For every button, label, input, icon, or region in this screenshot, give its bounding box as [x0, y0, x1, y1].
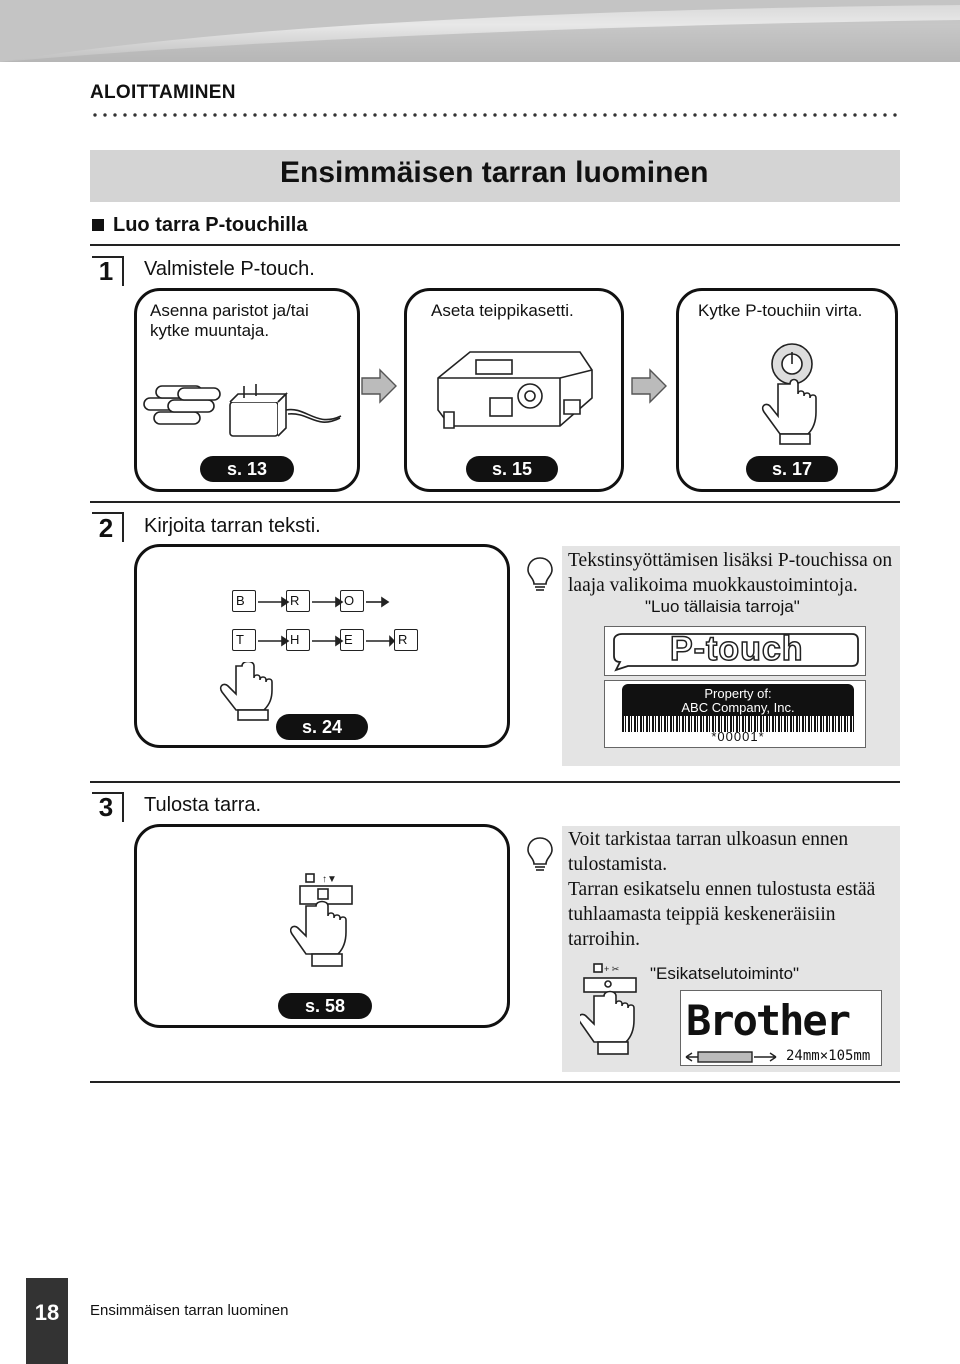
label-black-band [622, 684, 854, 716]
step-number: 2 [98, 513, 114, 543]
next-arrow-icon [631, 368, 667, 404]
step-number: 3 [98, 792, 114, 822]
step-number: 1 [98, 256, 114, 286]
label-text-ptouch: P-touch [669, 629, 804, 669]
divider-rule [90, 244, 900, 246]
step-text: Kirjoita tarran teksti. [144, 515, 321, 537]
page-title: Ensimmäisen tarran luominen [280, 156, 709, 189]
step-text: Valmistele P-touch. [144, 258, 315, 280]
step-text: Tulosta tarra. [144, 794, 262, 816]
square-bullet-icon [92, 219, 104, 231]
step-bracket [92, 256, 124, 286]
key-r[interactable]: R [394, 629, 418, 651]
lightbulb-icon [527, 837, 553, 871]
preview-key-hand-icon: + ✂ [580, 963, 637, 1055]
divider-rule [90, 1081, 900, 1083]
tip-caption: "Luo tällaisia tarroja" [645, 597, 800, 616]
key-b[interactable]: B [232, 590, 256, 612]
svg-text:+ ✂: + ✂ [604, 964, 620, 974]
tape-cassette-icon [437, 351, 593, 429]
preview-text: Brother [686, 996, 851, 1045]
power-button-icon [761, 343, 817, 445]
divider-rule [90, 501, 900, 503]
preview-screen [680, 990, 882, 1066]
preview-size: 24mm×105mm [786, 1048, 871, 1064]
label-property-line1: Property of: [704, 686, 772, 701]
next-arrow-icon [361, 368, 397, 404]
step-bracket [92, 792, 124, 822]
svg-text:↑▼: ↑▼ [322, 874, 337, 885]
key-sequence-arrows-icon [258, 596, 396, 647]
label-property-line2: ABC Company, Inc. [681, 700, 795, 715]
step1-box-text: Aseta teippikasetti. [431, 301, 574, 320]
page-number: 18 [26, 1278, 68, 1364]
title-band [90, 150, 900, 202]
print-key-hand-icon: ↑▼ [290, 873, 353, 967]
divider-rule [90, 781, 900, 783]
pointing-hand-icon [219, 662, 273, 721]
barcode-text: *00001* [711, 729, 765, 744]
page-ref-badge[interactable]: s. 15 [466, 456, 558, 482]
subtitle: Luo tarra P-touchilla [113, 214, 308, 236]
tip-text: Tekstinsyöttämisen lisäksi P-touchissa o… [568, 550, 893, 596]
key-t[interactable]: T [232, 629, 256, 651]
tip-text: Tarran esikatselu ennen tulostusta estää… [568, 879, 876, 950]
page-ref-badge[interactable]: s. 17 [746, 456, 838, 482]
tip-caption: "Esikatselutoiminto" [650, 964, 800, 983]
page-ref-badge[interactable]: s. 13 [200, 456, 294, 482]
length-bar-icon [685, 1051, 777, 1063]
page-ref-badge[interactable]: s. 58 [278, 993, 372, 1019]
tip-text: Voit tarkistaa tarran ulkoasun ennen tul… [568, 829, 849, 875]
barcode-icon [622, 716, 854, 732]
header-swoosh [0, 0, 960, 62]
speech-bubble-frame-icon [613, 633, 859, 672]
dotted-divider [90, 113, 900, 117]
batteries-adapter-icon [143, 384, 342, 437]
step1-box-text: Kytke P-touchiin virta. [698, 301, 863, 320]
lightbulb-icon [527, 557, 553, 591]
key-o[interactable]: O [340, 590, 364, 612]
section-label: ALOITTAMINEN [90, 82, 236, 103]
step-bracket [92, 512, 124, 542]
page-ref-badge[interactable]: s. 24 [276, 714, 368, 740]
footer-text: Ensimmäisen tarran luominen [90, 1302, 289, 1319]
step1-box-text: Asenna paristot ja/tai kytke muuntaja. [150, 301, 309, 340]
